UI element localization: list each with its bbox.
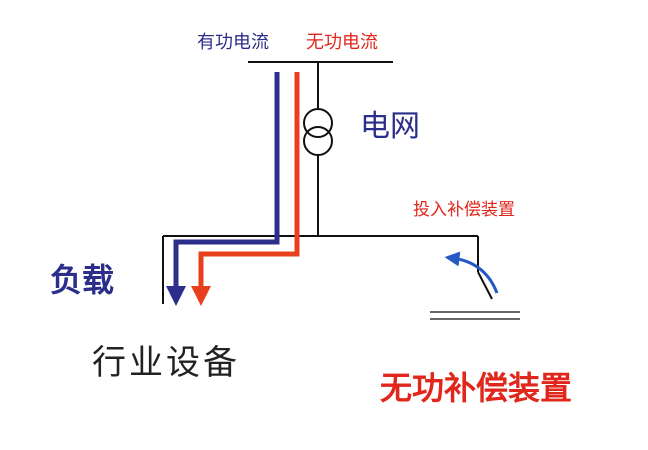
- industry-equipment-label: 行业设备: [92, 343, 240, 383]
- transformer-coil-lower: [303, 126, 333, 156]
- load-label: 负载: [50, 261, 115, 299]
- reactive-current-label: 无功电流: [306, 32, 378, 53]
- switch-in-compensation-label: 投入补偿装置: [413, 200, 515, 220]
- active-current-label: 有功电流: [197, 32, 269, 53]
- reactive-compensation-device-label: 无功补偿装置: [380, 369, 573, 407]
- switch-blade: [477, 271, 493, 300]
- active-current-arrow: [166, 72, 280, 306]
- grid-label: 电网: [360, 109, 420, 144]
- reactive-current-arrow: [191, 72, 300, 306]
- transformer-coil-upper: [303, 108, 333, 138]
- switch-arrow: [444, 251, 499, 294]
